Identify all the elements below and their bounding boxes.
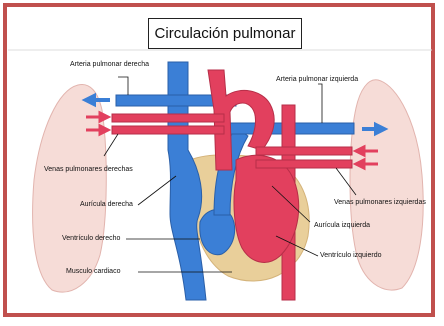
label-ventriculo-izquierdo: Ventrículo izquierdo <box>320 252 381 260</box>
right-ventricle <box>200 209 235 254</box>
left-pulmonary-vein-1 <box>256 147 352 155</box>
label-venas-derechas: Venas pulmonares derechas <box>44 166 133 174</box>
right-pulmonary-vein-1 <box>112 114 224 122</box>
label-venas-izquierdas: Venas pulmonares izquierdas <box>334 199 426 207</box>
leader-arteria-derecha <box>118 77 128 95</box>
label-arteria-derecha: Arteria pulmonar derecha <box>70 61 149 69</box>
leader-venas-derechas <box>104 134 118 156</box>
label-musculo-cardiaco: Musculo cardiaco <box>66 268 120 276</box>
left-pulmonary-vein-2 <box>256 160 352 168</box>
leader-arteria-izquierda <box>318 84 322 123</box>
label-ventriculo-derecho: Ventrículo derecho <box>62 235 120 243</box>
label-auricula-derecha: Aurícula derecha <box>80 201 133 209</box>
right-pulmonary-vein-2 <box>112 126 224 134</box>
label-auricula-izquierda: Aurícula izquierda <box>314 222 370 230</box>
page-title: Circulación pulmonar <box>148 18 302 49</box>
label-arteria-izquierda: Arteria pulmonar izquierda <box>276 76 358 84</box>
